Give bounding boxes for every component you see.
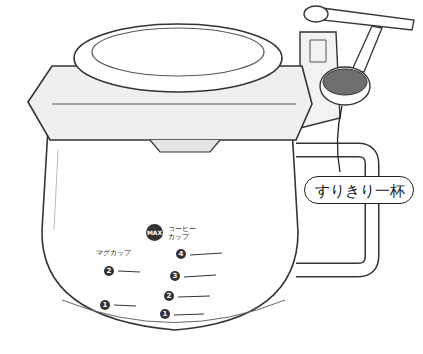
spoon-handle — [322, 8, 414, 30]
graduation-line — [114, 305, 136, 306]
holder-edge — [52, 104, 296, 105]
max-mark: MAX — [146, 224, 163, 241]
carafe-base — [62, 300, 285, 323]
handle-outline — [296, 150, 372, 270]
handle-fill — [296, 150, 372, 270]
drip-outlet — [150, 140, 220, 152]
cup-number: 4 — [176, 249, 186, 259]
graduation-line — [118, 271, 140, 272]
housing-detail — [310, 40, 326, 62]
cup-number: 2 — [104, 266, 114, 276]
lid-inner — [92, 28, 264, 76]
graduation-line — [174, 314, 204, 315]
leader-line — [337, 106, 342, 172]
cup-number: 1 — [160, 309, 170, 319]
graduation-line — [178, 296, 210, 297]
lid — [74, 24, 282, 92]
carafe-body — [42, 128, 298, 330]
small-spoon-cup — [304, 6, 328, 22]
graduation-line — [190, 253, 222, 255]
spoon-bowl — [320, 67, 370, 105]
glass-highlight — [54, 150, 58, 230]
cup-number: 3 — [170, 271, 180, 281]
callout-box: すりきり一杯 — [304, 176, 414, 204]
cup-number: 2 — [164, 291, 174, 301]
callout-text: すりきり一杯 — [315, 182, 403, 200]
level-coffee — [323, 69, 367, 95]
spoon-neck — [352, 26, 382, 72]
scale-label: マグカップ — [96, 250, 131, 258]
scale-label: コーヒーカップ — [168, 226, 197, 241]
graduation-line — [184, 275, 216, 277]
cup-number: 1 — [100, 300, 110, 310]
